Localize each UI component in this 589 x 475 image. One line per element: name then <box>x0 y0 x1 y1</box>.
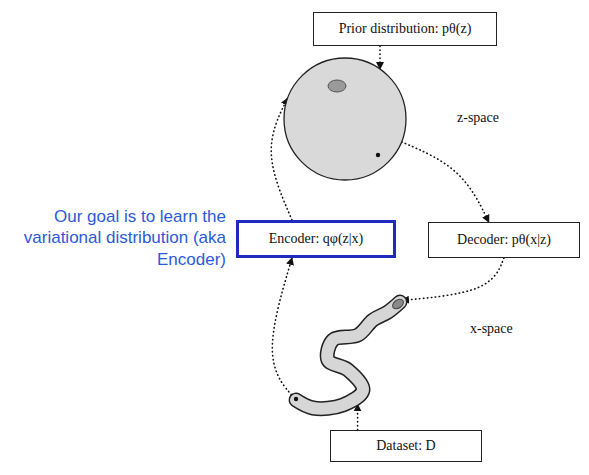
manifold-fill <box>296 302 400 409</box>
box-label: Encoder: qφ(z|x) <box>269 231 363 247</box>
space-label: z-space <box>455 110 501 126</box>
latent-space-circle: z-space <box>283 57 407 181</box>
dotted-arrow <box>272 258 294 398</box>
dotted-arrow <box>379 46 381 69</box>
box-label: Decoder: pθ(x|z) <box>457 232 551 248</box>
latent-sample-dot <box>376 153 380 157</box>
encoder-box: Encoder: qφ(z|x) <box>236 220 396 258</box>
posterior-region <box>328 80 346 92</box>
dotted-arrow <box>402 142 489 222</box>
box-label: Prior distribution: pθ(z) <box>339 21 472 37</box>
latent-circle <box>284 58 406 180</box>
manifold-border <box>296 302 400 409</box>
goal-note: Our goal is to learn the variational dis… <box>18 206 226 270</box>
space-label: x-space <box>468 321 515 337</box>
reconstruction-region <box>391 297 405 310</box>
dotted-arrow <box>357 404 359 430</box>
manifold-outline <box>288 290 408 420</box>
data-manifold-shape: x-space <box>288 290 408 420</box>
circle-outline <box>283 57 407 181</box>
dataset-box: Dataset: D <box>330 430 482 462</box>
data-sample-dot <box>294 397 298 401</box>
dotted-arrow <box>402 258 504 300</box>
prior-box: Prior distribution: pθ(z) <box>313 12 497 46</box>
decoder-box: Decoder: pθ(x|z) <box>428 222 580 258</box>
box-label: Dataset: D <box>376 438 435 454</box>
